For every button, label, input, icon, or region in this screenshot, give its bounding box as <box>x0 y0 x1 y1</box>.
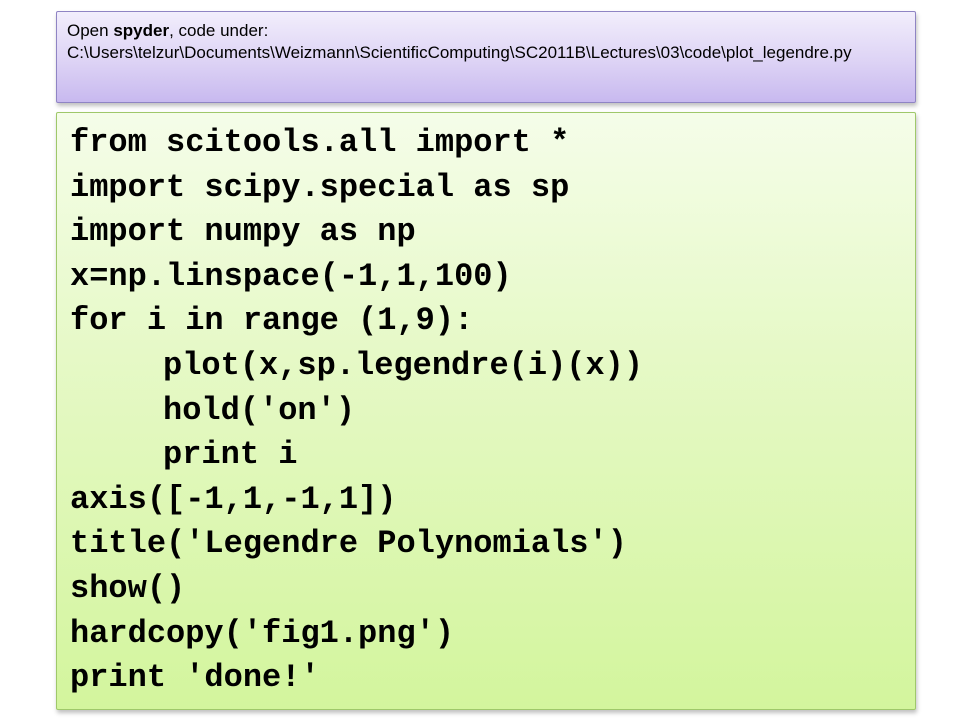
instruction-callout: Open spyder, code under: C:\Users\telzur… <box>56 11 916 103</box>
code-line-5: for i in range (1,9): <box>70 302 474 340</box>
code-line-11: show() <box>70 569 186 607</box>
note-prefix: Open <box>67 21 114 40</box>
code-listing: from scitools.all import * import scipy.… <box>56 112 916 710</box>
code-line-12: hardcopy('fig1.png') <box>70 614 455 652</box>
code-line-13: print 'done!' <box>70 659 320 697</box>
note-app-name: spyder <box>113 21 170 40</box>
code-line-10: title('Legendre Polynomials') <box>70 525 627 563</box>
code-line-8: print i <box>163 436 298 474</box>
code-line-2: import scipy.special as sp <box>70 168 570 206</box>
note-middle: , code under: <box>169 21 269 40</box>
code-line-7: hold('on') <box>163 391 356 429</box>
code-line-3: import numpy as np <box>70 213 416 251</box>
code-line-9: axis([-1,1,-1,1]) <box>70 480 397 518</box>
code-line-1: from scitools.all import * <box>70 124 570 161</box>
note-file-path: C:\Users\telzur\Documents\Weizmann\Scien… <box>67 43 852 62</box>
code-line-6: plot(x,sp.legendre(i)(x)) <box>163 346 644 384</box>
code-line-4: x=np.linspace(-1,1,100) <box>70 257 512 295</box>
